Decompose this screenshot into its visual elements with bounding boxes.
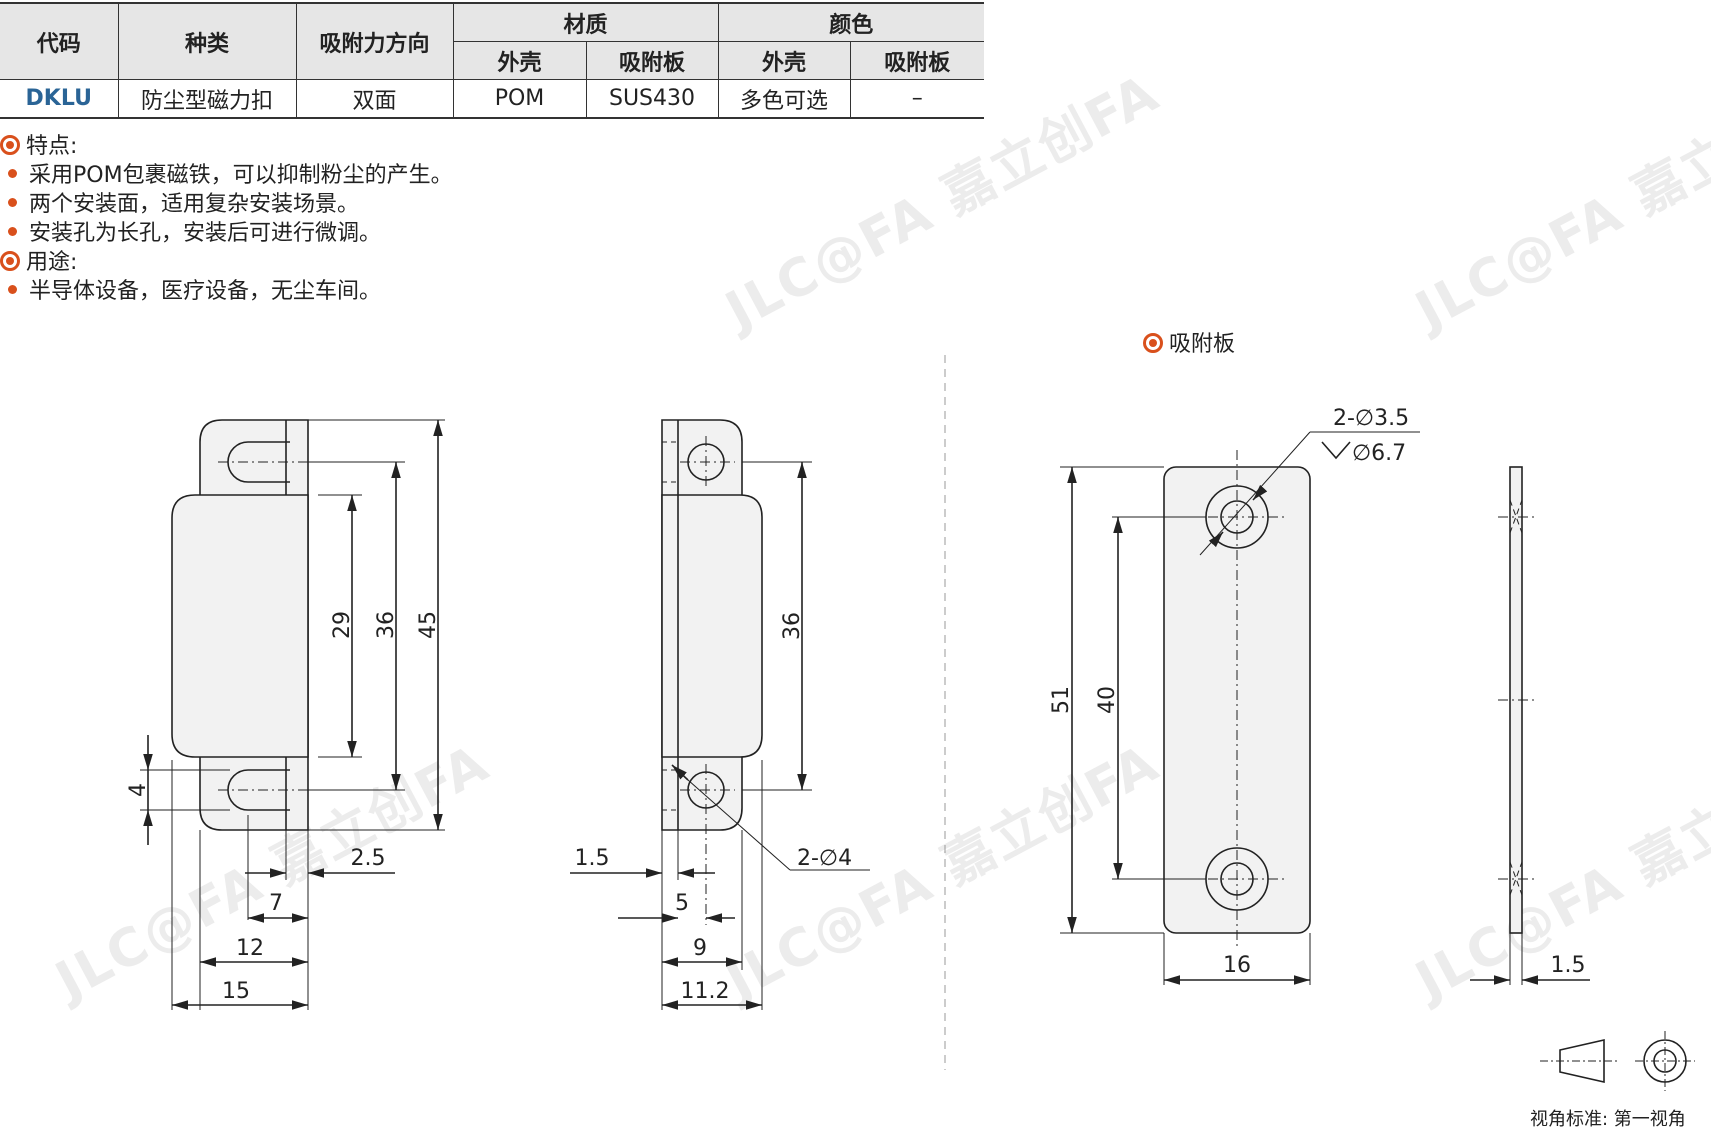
- dim-1-5: 1.5: [1551, 953, 1586, 978]
- bullet-icon: [8, 285, 17, 294]
- dim-11-2: 11.2: [681, 979, 730, 1004]
- dim-12: 12: [236, 936, 264, 961]
- spec-table: 代码 种类 吸附力方向 材质 颜色 外壳 吸附板 外壳 吸附板 DKLU 防尘型…: [0, 2, 984, 119]
- header-color-shell: 外壳: [717, 41, 851, 80]
- header-material: 材质: [452, 2, 719, 42]
- target-icon: [1143, 333, 1163, 353]
- list-item: 半导体设备，医疗设备，无尘车间。: [8, 273, 381, 305]
- dim-40: 40: [1095, 686, 1120, 714]
- cell-direction: 双面: [295, 79, 454, 119]
- dim-29: 29: [330, 611, 355, 639]
- header-direction: 吸附力方向: [295, 2, 454, 80]
- dim-4: 4: [126, 783, 151, 797]
- dim-2-5: 2.5: [351, 846, 386, 871]
- dim-9: 9: [693, 936, 707, 961]
- list-item: 采用POM包裹磁铁，可以抑制粉尘的产生。: [8, 157, 453, 189]
- table-row: DKLU 防尘型磁力扣 双面 POM SUS430 多色可选 –: [0, 79, 984, 119]
- target-icon: [0, 135, 20, 155]
- header-color-plate: 吸附板: [849, 41, 984, 80]
- projection-symbol-icon: [1540, 1031, 1695, 1091]
- list-item: 两个安装面，适用复杂安装场景。: [8, 186, 359, 218]
- dim-45: 45: [416, 611, 441, 639]
- header-material-shell: 外壳: [453, 41, 587, 80]
- bullet-icon: [8, 227, 17, 236]
- hole-callout: 2-∅3.5: [1333, 406, 1409, 431]
- dim-1-5: 1.5: [575, 846, 610, 871]
- dim-36: 36: [780, 612, 805, 640]
- dim-36: 36: [374, 611, 399, 639]
- header-type: 种类: [117, 2, 297, 80]
- view2-part: [661, 419, 763, 831]
- dim-51: 51: [1049, 686, 1074, 714]
- list-item: 安装孔为长孔，安装后可进行微调。: [8, 215, 381, 247]
- header-material-plate: 吸附板: [585, 41, 719, 80]
- dim-15: 15: [222, 979, 250, 1004]
- view-standard-label: 视角标准: 第一视角: [1530, 1109, 1686, 1130]
- cell-color-plate: –: [849, 79, 984, 119]
- usage-heading: 用途:: [0, 244, 77, 276]
- target-icon: [0, 251, 20, 271]
- cell-material-shell: POM: [452, 79, 587, 119]
- hole-callout: 2-∅4: [797, 846, 852, 871]
- cell-code: DKLU: [0, 79, 119, 119]
- header-color: 颜色: [717, 2, 984, 42]
- dim-16: 16: [1223, 953, 1251, 978]
- cell-type: 防尘型磁力扣: [117, 79, 297, 119]
- countersink-callout: ∅6.7: [1352, 441, 1406, 466]
- cell-color-shell: 多色可选: [717, 79, 851, 119]
- dim-5: 5: [675, 891, 689, 916]
- bullet-icon: [8, 198, 17, 207]
- cell-material-plate: SUS430: [585, 79, 719, 119]
- bullet-icon: [8, 169, 17, 178]
- header-code: 代码: [0, 2, 119, 80]
- features-heading: 特点:: [0, 128, 77, 160]
- dim-7: 7: [269, 891, 283, 916]
- plate-section-title: 吸附板: [1143, 326, 1235, 358]
- view1-part: [171, 419, 309, 831]
